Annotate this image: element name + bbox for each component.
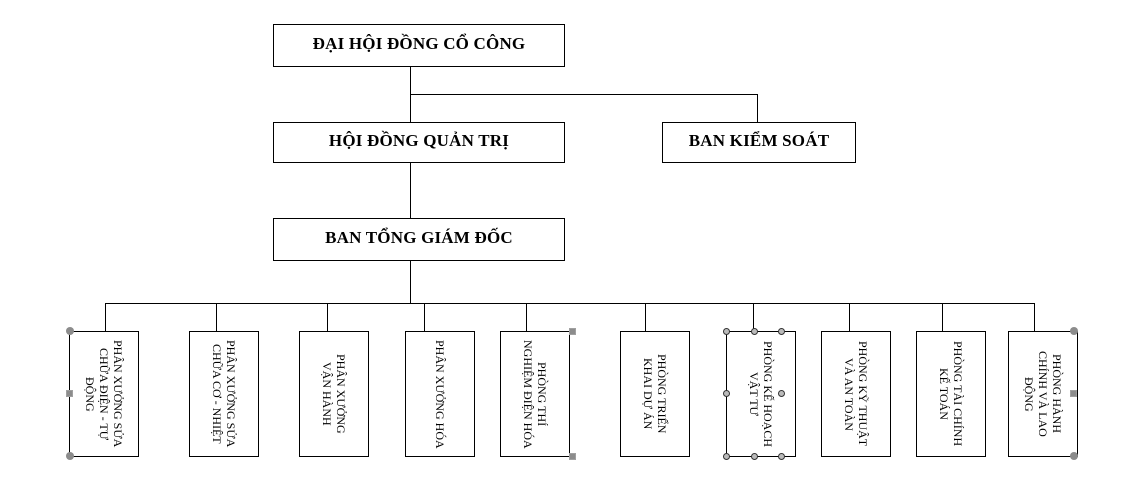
node-department[interactable]: PHÂN XƯỞNG HÓA: [405, 331, 475, 457]
connector-department-drop: [849, 303, 851, 331]
shape-handle[interactable]: [778, 453, 785, 460]
node-department[interactable]: PHÒNG KẾ HOẠCH VẬT TƯ: [726, 331, 796, 457]
connector-department-bus: [105, 303, 1035, 305]
connector-department-drop: [424, 303, 426, 331]
node-label: PHÒNG KẾ HOẠCH VẬT TƯ: [747, 340, 775, 447]
node-department[interactable]: PHÂN XƯỞNG SỬA CHỮA CƠ - NHIỆT: [189, 331, 259, 457]
shape-handle[interactable]: [751, 328, 758, 335]
shape-handle[interactable]: [723, 390, 730, 397]
shape-handle[interactable]: [778, 328, 785, 335]
shape-handle[interactable]: [751, 453, 758, 460]
connector-department-drop: [1034, 303, 1036, 331]
node-department[interactable]: PHÂN XƯỞNG SỬA CHỮA ĐIỆN - TỰ ĐỘNG: [69, 331, 139, 457]
node-general-directorate[interactable]: BAN TỔNG GIÁM ĐỐC: [273, 218, 565, 261]
shape-handle[interactable]: [778, 390, 785, 397]
selection-handle[interactable]: [1070, 390, 1077, 397]
node-label: BAN TỔNG GIÁM ĐỐC: [325, 227, 513, 247]
node-label: PHÒNG THÍ NGHIỆM ĐIỆN HÓA: [521, 339, 549, 449]
node-general-meeting[interactable]: ĐẠI HỘI ĐỒNG CỔ CÔNG: [273, 24, 565, 67]
connector-department-drop: [942, 303, 944, 331]
selection-handle[interactable]: [66, 452, 74, 460]
node-department[interactable]: PHÂN XƯỞNG VẬN HÀNH: [299, 331, 369, 457]
connector-root-to-bks: [410, 94, 758, 96]
node-label: PHÂN XƯỞNG SỬA CHỮA CƠ - NHIỆT: [210, 340, 238, 448]
node-label: PHÂN XƯỞNG VẬN HÀNH: [320, 354, 348, 434]
selection-handle[interactable]: [66, 390, 73, 397]
node-department[interactable]: PHÒNG THÍ NGHIỆM ĐIỆN HÓA: [500, 331, 570, 457]
connector-department-drop: [105, 303, 107, 331]
node-board-of-directors[interactable]: HỘI ĐỒNG QUẢN TRỊ: [273, 122, 565, 163]
node-label: PHÒNG TRIỂN KHAI DỰ ÁN: [641, 354, 669, 434]
node-label: BAN KIỂM SOÁT: [688, 130, 830, 150]
selection-handle[interactable]: [1070, 327, 1078, 335]
connector-btgd-to-bus: [410, 260, 412, 303]
selection-handle[interactable]: [569, 328, 576, 335]
selection-handle[interactable]: [569, 453, 576, 460]
node-department[interactable]: PHÒNG TRIỂN KHAI DỰ ÁN: [620, 331, 690, 457]
connector-department-drop: [526, 303, 528, 331]
node-supervisory-board[interactable]: BAN KIỂM SOÁT: [662, 122, 856, 163]
node-label: PHÒNG KỸ THUẬT VÀ AN TOÀN: [842, 341, 870, 447]
node-label: HỘI ĐỒNG QUẢN TRỊ: [328, 130, 510, 150]
node-department[interactable]: PHÒNG KỸ THUẬT VÀ AN TOÀN: [821, 331, 891, 457]
connector-bks-drop: [757, 94, 759, 122]
node-label: ĐẠI HỘI ĐỒNG CỔ CÔNG: [312, 33, 526, 53]
node-label: PHÒNG HÀNH CHÍNH VÀ LAO ĐỘNG: [1022, 351, 1064, 437]
node-label: PHÂN XƯỞNG SỬA CHỮA ĐIỆN - TỰ ĐỘNG: [83, 340, 125, 448]
connector-hdqt-to-btgd: [410, 162, 412, 218]
connector-department-drop: [753, 303, 755, 331]
shape-handle[interactable]: [723, 453, 730, 460]
shape-handle[interactable]: [723, 328, 730, 335]
selection-handle[interactable]: [1070, 452, 1078, 460]
connector-department-drop: [645, 303, 647, 331]
node-label: PHÂN XƯỞNG HÓA: [433, 339, 447, 449]
node-department[interactable]: PHÒNG TÀI CHÍNH KẾ TOÁN: [916, 331, 986, 457]
node-department[interactable]: PHÒNG HÀNH CHÍNH VÀ LAO ĐỘNG: [1008, 331, 1078, 457]
connector-department-drop: [327, 303, 329, 331]
connector-department-drop: [216, 303, 218, 331]
selection-handle[interactable]: [66, 327, 74, 335]
node-label: PHÒNG TÀI CHÍNH KẾ TOÁN: [937, 341, 965, 447]
